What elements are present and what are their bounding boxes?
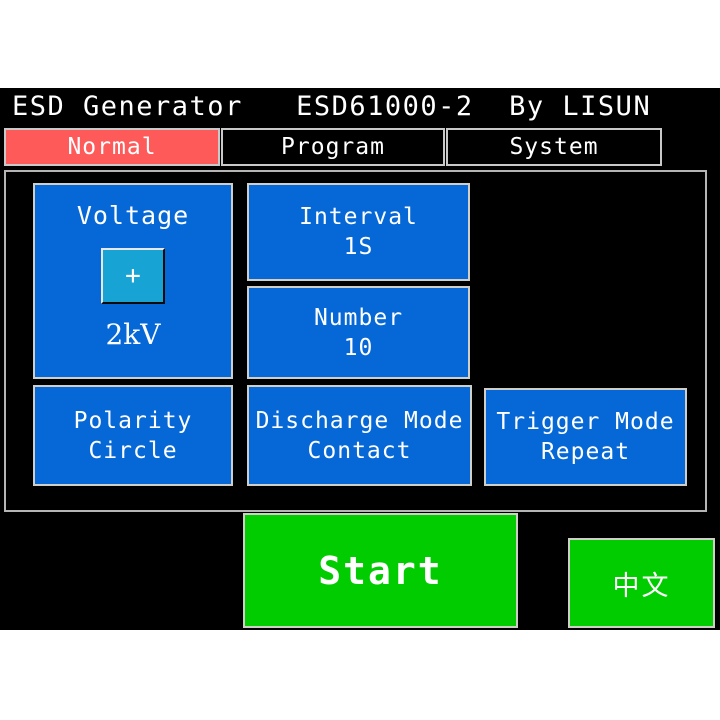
language-toggle-button[interactable]: 中文	[568, 538, 715, 628]
trigger-mode-label: Trigger Mode	[496, 409, 675, 435]
interval-value: 1S	[343, 234, 374, 260]
polarity-setting[interactable]: Polarity Circle	[33, 385, 233, 486]
page-title: ESD Generator ESD61000-2 By LISUN	[12, 91, 652, 122]
language-toggle-label: 中文	[612, 570, 671, 602]
voltage-label: Voltage	[76, 201, 190, 230]
polarity-label: Polarity	[73, 407, 193, 434]
discharge-mode-label: Discharge Mode	[255, 407, 464, 434]
polarity-sign-icon[interactable]: +	[101, 248, 165, 304]
discharge-mode-value: Contact	[307, 437, 412, 464]
settings-panel: Voltage + 2kV Interval 1S Number 10 Pola…	[4, 170, 707, 512]
start-button-label: Start	[318, 548, 443, 593]
tab-system-label: System	[509, 134, 599, 160]
voltage-setting[interactable]: Voltage + 2kV	[33, 183, 233, 379]
interval-label: Interval	[299, 204, 418, 230]
tab-normal-label: Normal	[67, 134, 157, 160]
tab-program[interactable]: Program	[221, 128, 445, 166]
trigger-mode-setting[interactable]: Trigger Mode Repeat	[484, 388, 687, 486]
number-label: Number	[313, 304, 404, 331]
polarity-value: Circle	[88, 437, 178, 464]
interval-setting[interactable]: Interval 1S	[247, 183, 470, 281]
polarity-sign-label: +	[125, 261, 141, 291]
tab-system[interactable]: System	[446, 128, 662, 166]
number-value: 10	[343, 334, 374, 361]
start-button[interactable]: Start	[243, 513, 518, 628]
number-setting[interactable]: Number 10	[247, 286, 470, 379]
discharge-mode-setting[interactable]: Discharge Mode Contact	[247, 385, 472, 486]
tab-program-label: Program	[281, 134, 385, 160]
trigger-mode-value: Repeat	[540, 439, 631, 465]
lcd-screen: ESD Generator ESD61000-2 By LISUN Normal…	[0, 88, 720, 630]
tab-normal[interactable]: Normal	[4, 128, 220, 166]
voltage-value: 2kV	[105, 318, 161, 351]
tab-bar: Normal Program System	[4, 128, 716, 166]
